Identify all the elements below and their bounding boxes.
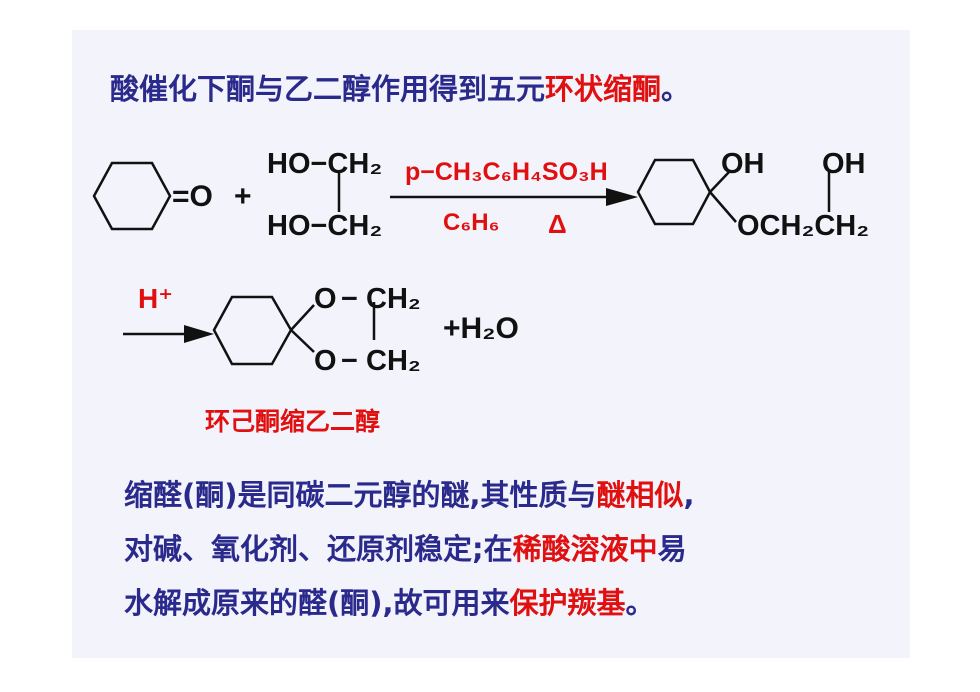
body-line-3: 水解成原来的醛(酮),故可用来保护羰基。 [124,580,655,622]
slide-panel [72,30,910,658]
body-line-1: 缩醛(酮)是同碳二元醇的醚,其性质与醚相似, [124,472,695,514]
bond-to-ether [709,191,737,223]
catalyst-label: p−CH₃C₆H₄SO₃H [405,158,608,186]
plus-sign: + [234,180,252,213]
ketal-o-bottom: O [314,345,337,377]
product-name: 环己酮缩乙二醇 [205,407,381,436]
carbonyl-label: =O [172,180,213,213]
cyclohexane-ring-1 [92,161,172,231]
body-line-2-text: 对碱、氧化剂、还原剂稳定;在 [124,532,513,566]
heading-text: 酸催化下酮与乙二醇作用得到五元 [110,72,546,106]
body-line-3-highlight: 保护羰基 [509,586,626,620]
body-line-2: 对碱、氧化剂、还原剂稳定;在稀酸溶液中易 [124,526,687,568]
body-line-3-end: 。 [625,586,655,620]
reaction-arrow-1-head [606,188,638,206]
water-byproduct: +H₂O [443,312,519,345]
bond-to-oh [709,171,730,193]
ketal-o-top: O [314,283,337,315]
acid-catalyst-label: H⁺ [138,283,173,314]
ketal-dash-top: − [341,283,358,315]
body-line-1-highlight: 醚相似 [596,478,684,512]
diol-top: HO−CH₂ [267,148,383,180]
body-line-2-end: 易 [657,532,687,566]
body-line-2-highlight: 稀酸溶液中 [512,532,658,566]
bond-to-o-bottom [290,329,315,353]
body-line-1-text: 缩醛(酮)是同碳二元醇的醚,其性质与 [124,478,597,512]
cyclohexane-ring-3 [212,295,293,366]
bond-to-o-top [290,304,315,331]
ketal-dash-bottom: − [341,345,358,377]
solvent-label: C₆H₆ [443,209,500,236]
heading-end: 。 [661,72,691,106]
ether-chain-label: OCH₂CH₂ [737,210,870,242]
ketal-ch2-bottom: CH₂ [366,345,421,377]
body-line-1-end: , [683,478,695,512]
ketal-ch2-top: CH₂ [366,283,421,315]
oh-label-2: OH [822,148,866,180]
oh-label-1: OH [721,148,765,180]
heat-symbol: Δ [548,209,567,239]
heading-highlight: 环状缩酮 [545,72,662,106]
reaction-arrow-2-head [184,325,214,343]
heading: 酸催化下酮与乙二醇作用得到五元环状缩酮。 [110,66,690,108]
cyclohexane-ring-2 [636,158,712,226]
diol-bottom: HO−CH₂ [267,210,383,242]
body-line-3-text: 水解成原来的醛(酮),故可用来 [124,586,510,620]
